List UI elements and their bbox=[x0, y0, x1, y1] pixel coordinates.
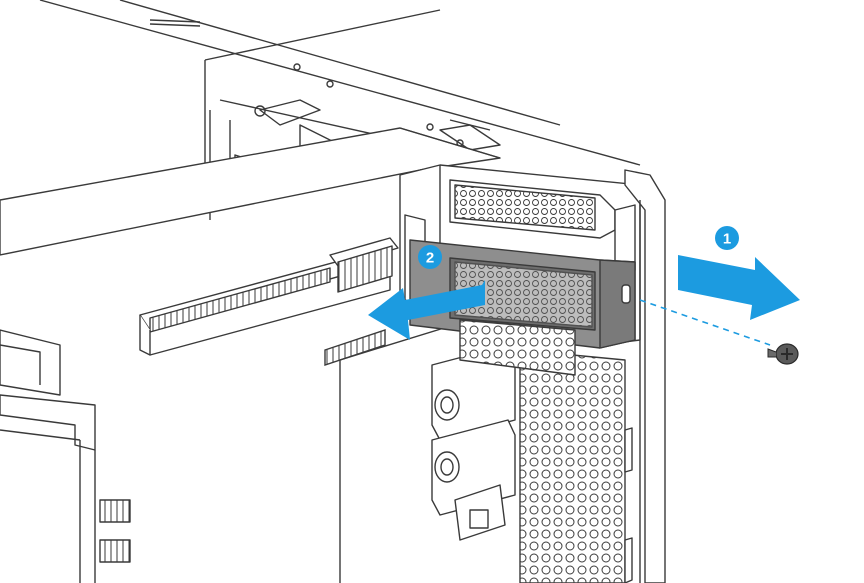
step-number-2: 2 bbox=[426, 250, 434, 267]
arrow-icon bbox=[678, 255, 800, 320]
upper-slot-cover bbox=[449, 179, 636, 276]
side-panel bbox=[624, 169, 666, 583]
step-badge-2 bbox=[418, 245, 442, 269]
step-2: 2 bbox=[368, 245, 485, 340]
support-bracket bbox=[0, 127, 501, 256]
audio-ports bbox=[431, 344, 516, 541]
header-connector bbox=[324, 329, 386, 366]
step-badge-1 bbox=[715, 226, 739, 250]
screw-path-line bbox=[639, 299, 771, 346]
step-number-1: 1 bbox=[723, 231, 731, 248]
drive-cage bbox=[0, 329, 131, 583]
vent-panel bbox=[459, 319, 626, 583]
arrow-icon bbox=[368, 280, 485, 340]
step-1: 1 bbox=[639, 226, 800, 365]
pcie-slot-long bbox=[139, 249, 391, 356]
screw-icon bbox=[767, 343, 799, 365]
pcie-slot-short bbox=[329, 237, 399, 293]
